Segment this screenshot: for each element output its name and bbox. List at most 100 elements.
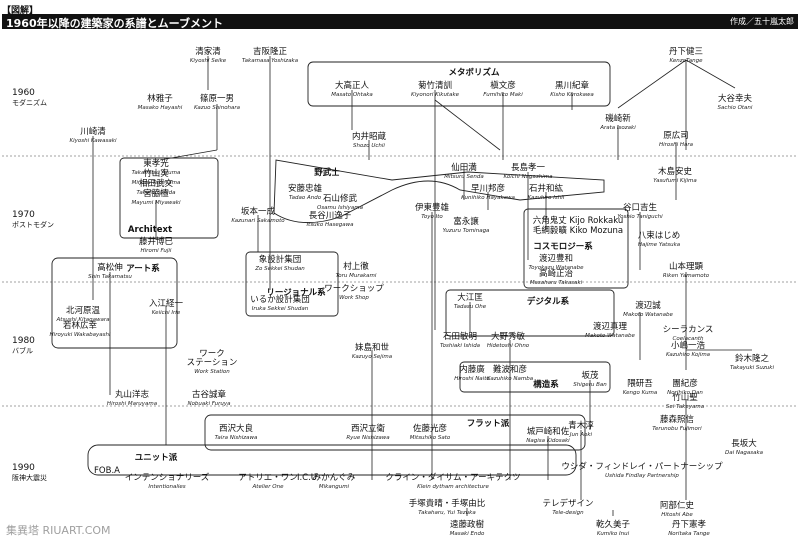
architect-name-en: Hiroshi Maruyama — [106, 401, 158, 407]
architect-name-en: Ryue Nishizawa — [346, 435, 390, 441]
architect-name-jp: 渡辺豊和 — [538, 254, 574, 264]
architect-name-en: Jun Aoki — [569, 432, 593, 438]
architect-name-jp: 團紀彦 — [672, 379, 698, 389]
architect-name-en: Toshiaki Ishida — [439, 343, 481, 349]
architect-name-jp: 藤井博巳 — [138, 237, 174, 247]
architect-name-jp: 隈研吾 — [627, 379, 653, 389]
credit-text: 作成／五十嵐太郎 — [730, 17, 794, 26]
year-number: 1980 — [12, 336, 35, 346]
architect-name-en: Hidetoshi Ohno — [486, 343, 530, 349]
architect-name-en: Hiroshi Hara — [658, 142, 694, 148]
architect-name-en: Dai Nagasaka — [724, 450, 764, 456]
architect-name-en: Atsushi Kitagawara — [56, 317, 110, 323]
architect-name-en: Kisho Kurokawa — [550, 92, 594, 98]
group-box — [245, 251, 339, 317]
group-regional: リージョナル系 — [266, 288, 326, 298]
architect-name-jp: 坂本一成 — [240, 207, 275, 217]
architect-name-jp: インテンショナリーズ — [124, 473, 210, 483]
work-shop-en: Work Shop — [339, 295, 369, 301]
architect-name-jp: 阿部仁史 — [659, 501, 695, 511]
architect-name-jp: 若林広幸 — [62, 321, 98, 331]
group-structural: 構造系 — [533, 380, 559, 390]
architect-name-en: KenzoTange — [669, 58, 703, 64]
architect-name-en: Yoshio Taniguchi — [617, 214, 663, 220]
architect-name-jp: クライン・ダイサム・アーキテクツ — [385, 473, 521, 483]
architect-name-jp: 渡辺誠 — [635, 301, 661, 311]
architect-name-jp: 石田敏明 — [442, 332, 477, 342]
architect-name-jp: 内藤廣 — [459, 365, 485, 375]
architect-name-en: Tadao Ando — [288, 195, 322, 201]
architect-name-en: Mayumi Miyawaki — [131, 200, 181, 206]
architect-name-jp: 北河原温 — [65, 306, 101, 316]
architect-name-en: Makoto Watanabe — [623, 312, 673, 318]
architect-name-jp: 丸山洋志 — [114, 390, 150, 400]
architect-name-en: Hitoshi Abe — [661, 512, 693, 518]
architect-name-jp: 長島孝一 — [510, 163, 546, 173]
architect-name-jp: 藤森照信 — [659, 415, 695, 425]
architect-name-en: Toru Murakami — [335, 273, 377, 279]
architect-name-en: Zo Sekkei Shudan — [255, 266, 305, 272]
year-1990: 1990 阪神大震災 — [12, 463, 47, 483]
architect-node: I.C.U — [297, 474, 317, 483]
watermark: 集異塔 RIUART.COM — [6, 524, 111, 537]
architect-name-en: Tadasu Ohe — [453, 304, 487, 310]
architect-name-en: Noritaka Tange — [668, 531, 710, 537]
architect-name-en: Yasufumi Kijima — [653, 178, 697, 184]
architect-name-jp: 村上徹 — [343, 262, 369, 272]
architect-name-jp: 遠藤政樹 — [449, 520, 485, 530]
architect-name-jp: 渡辺真理 — [592, 322, 628, 332]
year-label: モダニズム — [12, 99, 47, 107]
architect-name-en: Minoru Takeyama — [131, 180, 181, 186]
architect-name-jp: 相田武文 — [138, 179, 173, 189]
year-number: 1970 — [12, 210, 35, 220]
architect-node: 毛綱毅曠 Kiko Mozuna — [533, 227, 623, 236]
architect-name-jp: 川崎清 — [80, 127, 106, 137]
connector-line — [685, 59, 736, 89]
group-nobushi: 野武士 — [314, 168, 340, 178]
architect-name-en: Mikangumi — [318, 484, 350, 490]
group-flat: フラット派 — [466, 419, 510, 429]
architect-name-en: Yuzuru Tominaga — [442, 228, 490, 234]
architect-name-en: Klein dytham architecture — [417, 484, 489, 490]
work-station-en: Work Station — [194, 369, 230, 375]
group-architext: Architext — [127, 225, 173, 235]
architect-name-jp: 手塚貴晴・手塚由比 — [408, 499, 486, 509]
architect-name-en: Kiyoshi Seike — [189, 58, 227, 64]
architect-name-en: Shin Takamatsu — [88, 274, 132, 280]
architect-name-jp: 磯崎新 — [605, 114, 631, 124]
architect-name-en: Shozo Uchii — [353, 143, 385, 149]
group-box — [204, 414, 586, 451]
architect-name-jp: 妹島和世 — [354, 343, 389, 353]
architect-name-en: Makoto Watanabe — [585, 333, 635, 339]
architect-name-jp: 竹山実 — [143, 169, 169, 179]
architect-name-jp: 黒川紀章 — [554, 81, 590, 91]
architect-name-jp: いるか設計集団 — [250, 295, 310, 305]
architect-name-jp: 伊東豊雄 — [414, 203, 450, 213]
architect-name-en: Kazuyo Sejima — [351, 354, 393, 360]
connector-line — [617, 59, 687, 109]
architect-name-jp: 青木淳 — [568, 421, 594, 431]
architect-name-en: Atelier One — [252, 484, 284, 490]
architect-name-en: Ushida Findlay Partnership — [605, 473, 679, 479]
